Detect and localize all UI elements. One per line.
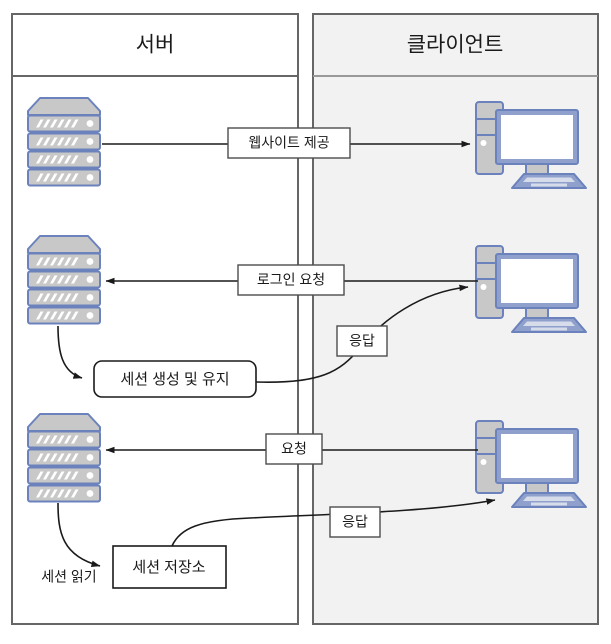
- edge-request-label-text: 요청: [281, 441, 307, 457]
- node-session-store-box: [112, 545, 227, 589]
- node-session-create: 세션 생성 및 유지: [93, 360, 257, 398]
- edge-request-label-box: [265, 433, 323, 465]
- session-read-label: 세션 읽기: [41, 569, 96, 585]
- edge-response-1-label-box: [336, 325, 388, 357]
- node-session-create-box: [93, 360, 257, 398]
- edge-server-to-session-store: [57, 502, 101, 567]
- edge-response-2-line: [171, 498, 496, 547]
- edge-serve-website-label-box: [227, 127, 351, 159]
- edge-serve-website-label-text: 웹사이트 제공: [248, 135, 329, 151]
- edge-serve-website-label: 웹사이트 제공: [227, 127, 351, 159]
- edge-request-label: 요청: [265, 433, 323, 465]
- edge-server-to-session-create: [57, 325, 83, 379]
- node-session-create-label: 세션 생성 및 유지: [120, 371, 229, 388]
- edge-response-2-label: 응답: [329, 506, 381, 538]
- node-server-1: [27, 97, 101, 187]
- edge-login-request-label: 로그인 요청: [237, 264, 345, 296]
- edge-response-1-label: 응답: [336, 325, 388, 357]
- edge-response-1-label-text: 응답: [349, 333, 375, 349]
- node-server-2: [27, 235, 101, 325]
- edge-response-2-label-text: 응답: [342, 514, 368, 530]
- node-session-store-label: 세션 저장소: [132, 559, 205, 576]
- node-server-3: [27, 413, 101, 503]
- lane-client-title: 클라이언트: [407, 34, 504, 57]
- edge-login-request-label-box: [237, 264, 345, 296]
- edge-response-2-label-box: [329, 506, 381, 538]
- edge-login-request-label-text: 로그인 요청: [257, 272, 325, 288]
- lane-server-title: 서버: [136, 34, 175, 57]
- node-session-store: 세션 저장소: [112, 545, 227, 589]
